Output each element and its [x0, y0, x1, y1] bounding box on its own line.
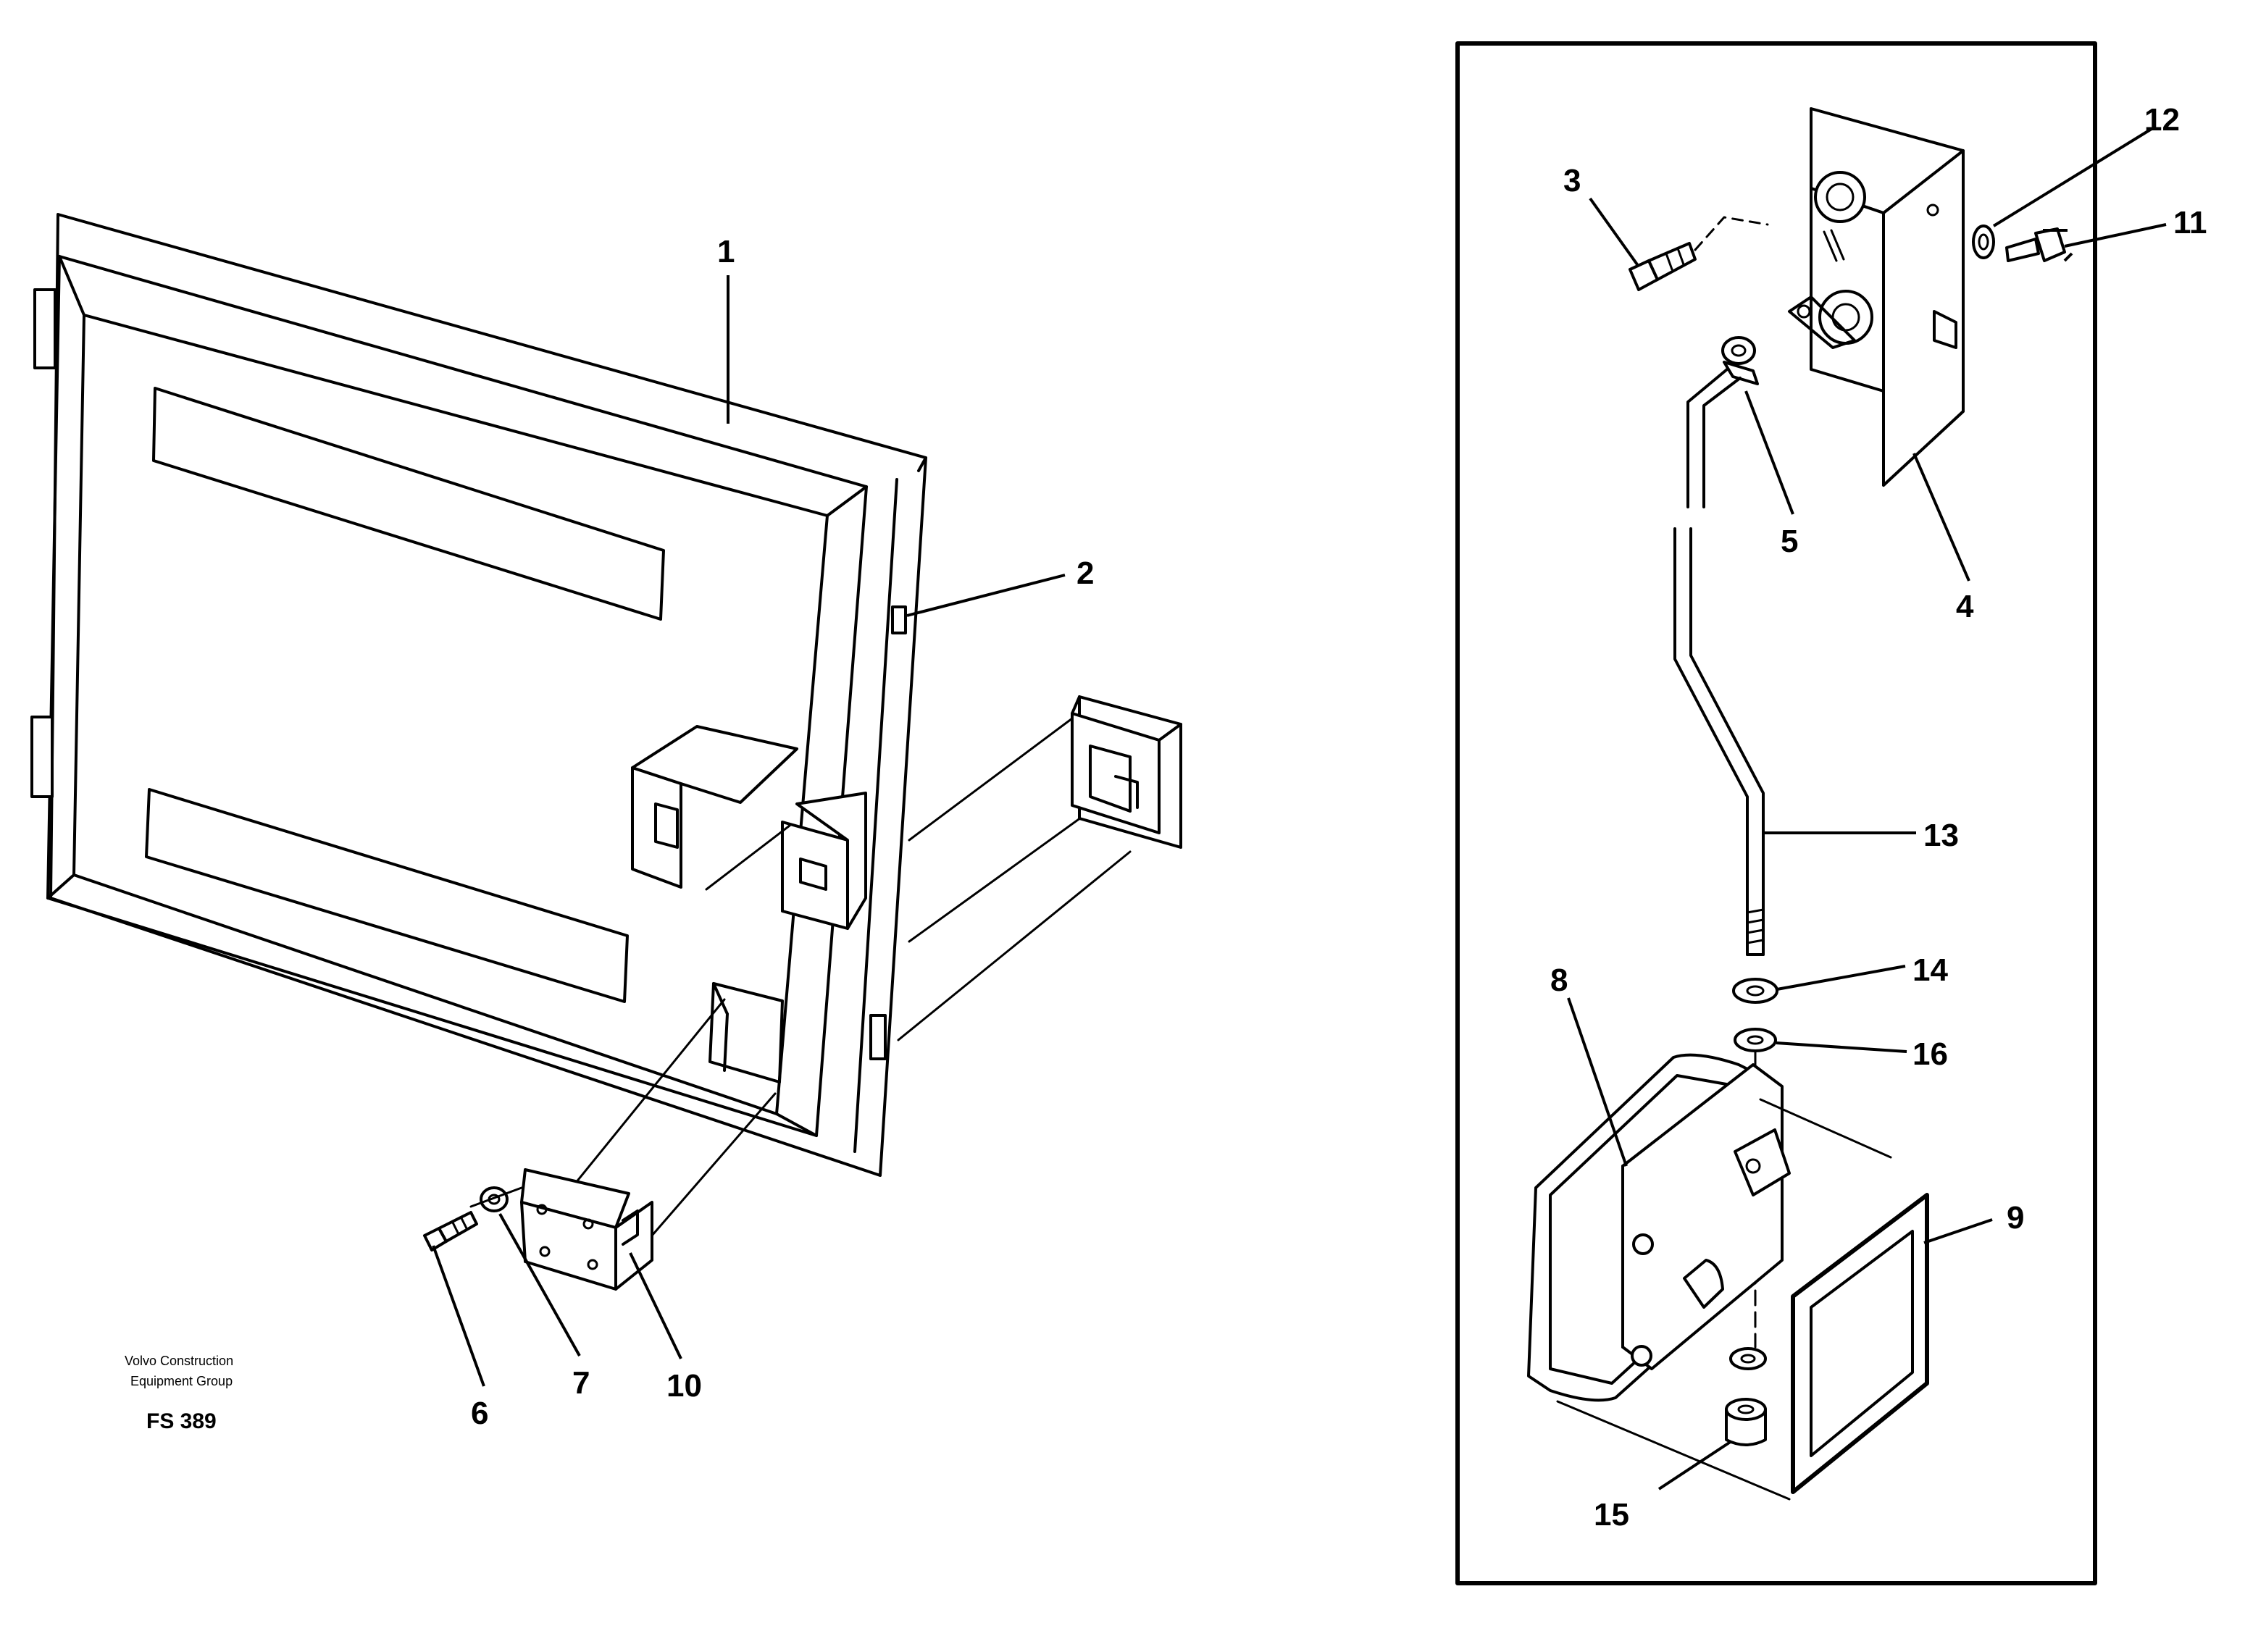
washer-16: [1734, 1028, 1777, 1052]
door-bracket: [631, 725, 867, 930]
callout-12: 12: [2144, 102, 2180, 138]
callout-10: 10: [666, 1368, 702, 1404]
bolt-6: [423, 1211, 478, 1251]
callout-5: 5: [1781, 524, 1798, 559]
bolt-axis-line: [469, 1186, 523, 1208]
bolt-11: [2005, 227, 2066, 262]
callout-6: 6: [471, 1396, 488, 1431]
gasket-9: [1791, 1193, 1929, 1494]
figure-code: FS 389: [146, 1409, 217, 1433]
lock-mechanism-4: [1788, 107, 1965, 487]
callout-11: 11: [2173, 205, 2207, 240]
callout-16: 16: [1912, 1036, 1948, 1072]
door-stop-part: [891, 605, 907, 634]
callout-4: 4: [1956, 589, 1974, 624]
callout-3: 3: [1563, 163, 1581, 198]
gasket-line-bottom: [1556, 1400, 1791, 1501]
handle-housing-8: [1527, 1053, 1791, 1402]
callout-14: 14: [1912, 952, 1948, 988]
credit-line-2: Equipment Group: [130, 1374, 233, 1388]
door-hinge-right: [869, 1014, 887, 1060]
callout-9: 9: [2007, 1200, 2024, 1236]
callout-leaders: [432, 127, 2167, 1490]
callout-13: 13: [1923, 818, 1959, 853]
rod-13: [1673, 368, 1765, 956]
washer-bottom: [1729, 1347, 1767, 1370]
callout-2: 2: [1076, 555, 1094, 591]
callout-labels: 1 2 3 4 5 6 7 8 9 10 11 12 13 14 15 16: [471, 102, 2207, 1532]
detail-frame: [1455, 41, 2097, 1585]
callout-15: 15: [1594, 1497, 1629, 1532]
credit-line-1: Volvo Construction: [125, 1354, 233, 1368]
washer-12: [1972, 225, 1995, 259]
callout-7: 7: [572, 1365, 590, 1401]
callout-8: 8: [1550, 963, 1568, 998]
outer-handle-housing: [1071, 695, 1182, 849]
gasket-line-top: [1759, 1098, 1892, 1159]
clip-5: [1721, 336, 1759, 385]
nut-15: [1725, 1398, 1767, 1446]
washer-7: [480, 1186, 509, 1212]
bolt-3: [1629, 216, 1769, 291]
callout-1: 1: [717, 234, 735, 269]
mounting-bracket: [520, 1168, 653, 1291]
washer-14: [1732, 978, 1778, 1004]
door-panel: [30, 213, 927, 1177]
